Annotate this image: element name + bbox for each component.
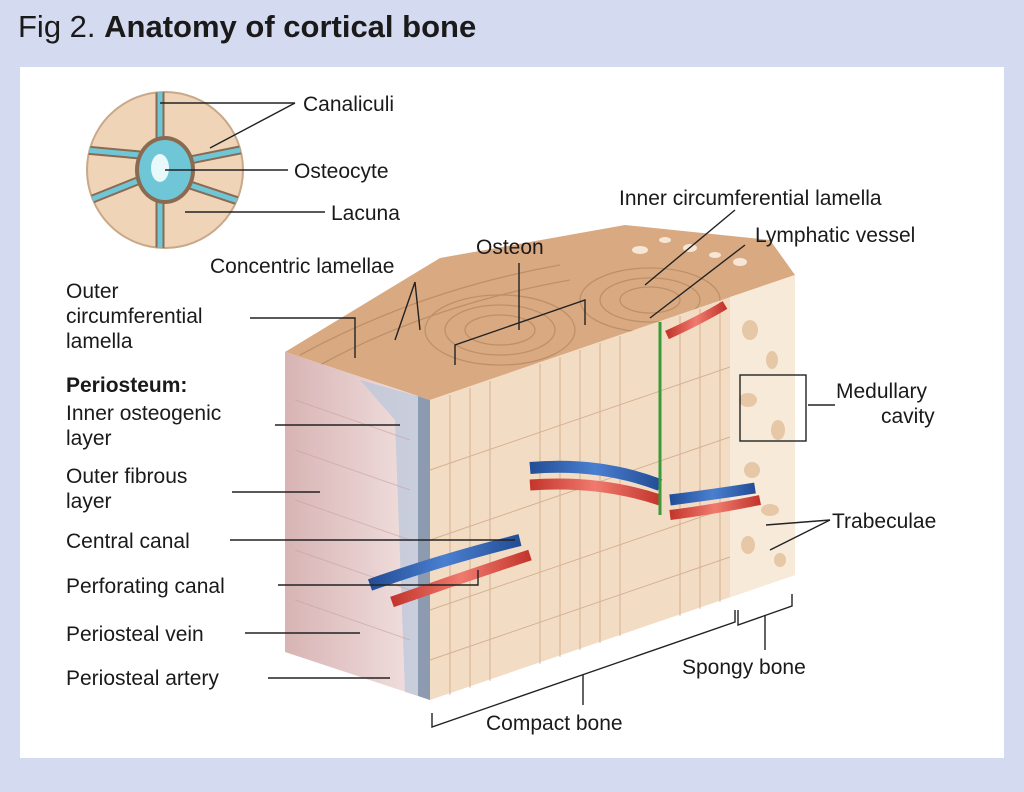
label-perforating-canal: Perforating canal (66, 575, 225, 598)
labels: Canaliculi Osteocyte Lacuna Inner circum… (66, 93, 936, 735)
label-central-canal: Central canal (66, 530, 190, 553)
label-periosteal-vein: Periosteal vein (66, 623, 204, 646)
figure-name: Anatomy of cortical bone (104, 9, 477, 44)
label-concentric-lamellae: Concentric lamellae (210, 255, 394, 278)
label-outer-fibrous-layer-2: layer (66, 490, 112, 513)
label-osteocyte: Osteocyte (294, 160, 389, 183)
label-spongy-bone: Spongy bone (682, 656, 806, 679)
label-canaliculi: Canaliculi (303, 93, 394, 116)
label-lacuna: Lacuna (331, 202, 400, 225)
medullary-cavity-box (739, 374, 807, 442)
label-medullary-cavity-1: Medullary (836, 380, 928, 403)
figure-title: Fig 2. Anatomy of cortical bone (18, 4, 476, 50)
label-trabeculae: Trabeculae (832, 510, 936, 533)
label-periosteal-artery: Periosteal artery (66, 667, 219, 690)
label-periosteum-heading: Periosteum: (66, 374, 187, 397)
label-outer-circumferential-lamella-1: Outer (66, 280, 119, 303)
label-inner-osteogenic-layer-1: Inner osteogenic (66, 402, 221, 425)
label-outer-circumferential-lamella-2: circumferential (66, 305, 203, 328)
figure-number: Fig 2. (18, 9, 96, 44)
leader-lines (160, 102, 835, 728)
label-lymphatic-vessel: Lymphatic vessel (755, 224, 915, 247)
label-outer-circumferential-lamella-3: lamella (66, 330, 133, 353)
label-medullary-cavity-2: cavity (881, 405, 935, 428)
label-inner-circumferential-lamella: Inner circumferential lamella (619, 187, 882, 210)
label-outer-fibrous-layer-1: Outer fibrous (66, 465, 187, 488)
label-inner-osteogenic-layer-2: layer (66, 427, 112, 450)
label-compact-bone: Compact bone (486, 712, 623, 735)
blood-vessels (358, 258, 799, 707)
label-osteon: Osteon (476, 236, 544, 259)
